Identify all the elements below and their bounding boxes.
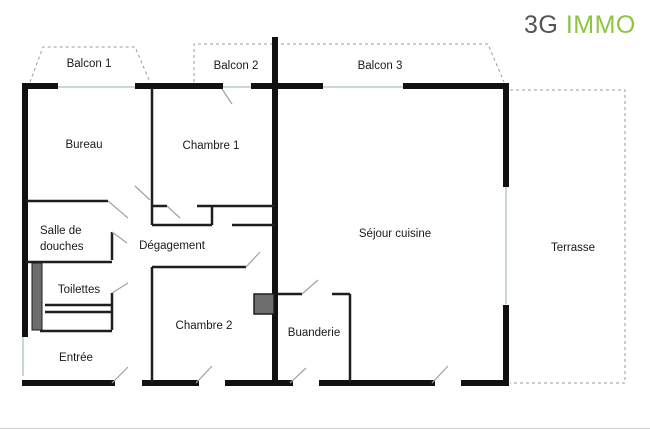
balcon1-outline bbox=[29, 46, 151, 83]
bottom-divider bbox=[0, 428, 650, 429]
door-buanderie bbox=[301, 279, 319, 295]
duct-block bbox=[253, 293, 275, 315]
door-balcon2 bbox=[221, 88, 233, 105]
room-labels: Balcon 1 Balcon 2 Balcon 3 Bureau Chambr… bbox=[40, 58, 595, 364]
exterior-walls bbox=[22, 37, 509, 386]
balcon3-outline bbox=[275, 43, 505, 83]
terrasse-outline bbox=[510, 89, 626, 384]
windows bbox=[22, 86, 507, 376]
label-salle-line2: douches bbox=[40, 241, 84, 253]
door-entree bbox=[111, 366, 129, 384]
door-salle bbox=[111, 231, 128, 244]
label-degagement: Dégagement bbox=[139, 240, 206, 252]
dashed-outlines bbox=[29, 43, 626, 384]
label-balcon1: Balcon 1 bbox=[67, 58, 112, 70]
brand-logo: 3G IMMO bbox=[524, 11, 636, 40]
label-chambre1: Chambre 1 bbox=[183, 140, 240, 152]
door-chambre2 bbox=[245, 251, 261, 268]
label-entree: Entrée bbox=[59, 352, 93, 364]
brand-logo-part1: 3G bbox=[524, 11, 559, 39]
label-balcon3: Balcon 3 bbox=[358, 60, 403, 72]
door-bureau-a bbox=[134, 185, 151, 201]
label-balcon2: Balcon 2 bbox=[214, 60, 259, 72]
brand-logo-part2: IMMO bbox=[565, 11, 636, 39]
label-sejour: Séjour cuisine bbox=[359, 228, 431, 240]
label-salle-line1: Salle de bbox=[40, 225, 82, 237]
label-chambre2: Chambre 2 bbox=[176, 320, 233, 332]
door-buanderie-ext bbox=[289, 367, 307, 384]
door-toilettes bbox=[111, 282, 129, 294]
label-buanderie: Buanderie bbox=[288, 327, 340, 339]
door-chambre2-window bbox=[195, 365, 213, 384]
entry-cabinet bbox=[31, 262, 43, 331]
balcon2-outline bbox=[193, 43, 275, 82]
door-sejour-ext bbox=[431, 365, 449, 384]
doors bbox=[107, 88, 449, 384]
door-bureau-b bbox=[107, 200, 129, 219]
door-chambre1 bbox=[166, 205, 181, 219]
label-bureau: Bureau bbox=[65, 139, 102, 151]
partitions bbox=[26, 87, 352, 383]
label-toilettes: Toilettes bbox=[58, 284, 100, 296]
label-terrasse: Terrasse bbox=[551, 242, 595, 254]
